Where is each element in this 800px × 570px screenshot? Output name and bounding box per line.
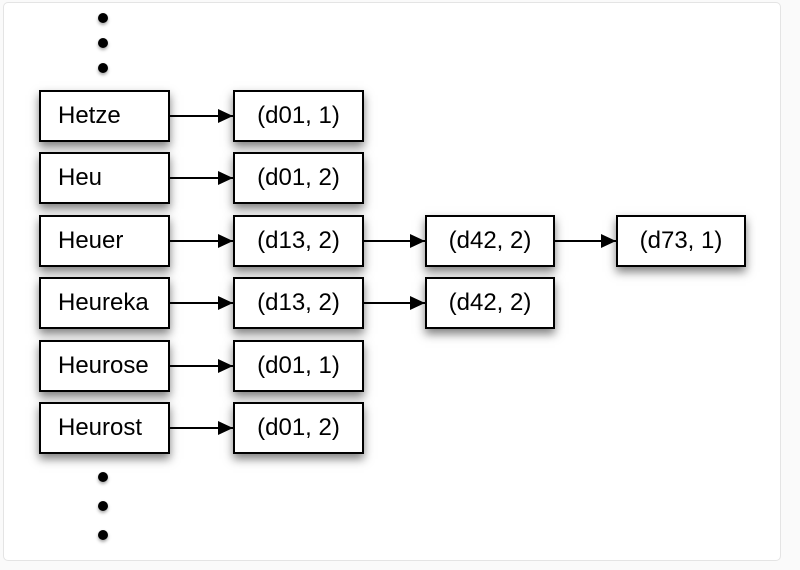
ellipsis-bottom-dot-icon	[98, 501, 108, 511]
term-box-heu: Heu	[39, 152, 170, 204]
ellipsis-top-dot-icon	[98, 13, 108, 23]
arrow-head-icon	[218, 421, 233, 435]
posting-box: (d13, 2)	[233, 215, 364, 267]
posting-box: (d01, 1)	[233, 340, 364, 392]
term-box-heurost: Heurost	[39, 402, 170, 454]
posting-box: (d42, 2)	[425, 277, 555, 329]
posting-box: (d42, 2)	[425, 215, 555, 267]
term-box-heureka: Heureka	[39, 277, 170, 329]
ellipsis-top-dot-icon	[98, 63, 108, 73]
flow-arrow	[170, 296, 233, 310]
flow-arrow	[364, 296, 425, 310]
posting-box: (d13, 2)	[233, 277, 364, 329]
term-box-hetze: Hetze	[39, 90, 170, 142]
flow-arrow	[170, 421, 233, 435]
ellipsis-bottom-dot-icon	[98, 530, 108, 540]
ellipsis-bottom-dot-icon	[98, 472, 108, 482]
arrow-head-icon	[218, 109, 233, 123]
posting-box: (d01, 1)	[233, 90, 364, 142]
flow-arrow	[364, 234, 425, 248]
arrow-head-icon	[218, 296, 233, 310]
arrow-head-icon	[218, 359, 233, 373]
arrow-head-icon	[601, 234, 616, 248]
flow-arrow	[170, 109, 233, 123]
term-box-heuer: Heuer	[39, 215, 170, 267]
flow-arrow	[555, 234, 616, 248]
ellipsis-top-dot-icon	[98, 38, 108, 48]
posting-box: (d01, 2)	[233, 402, 364, 454]
arrow-head-icon	[410, 296, 425, 310]
posting-box: (d73, 1)	[616, 215, 746, 267]
flow-arrow	[170, 359, 233, 373]
arrow-head-icon	[218, 234, 233, 248]
term-box-heurose: Heurose	[39, 340, 170, 392]
flow-arrow	[170, 171, 233, 185]
arrow-head-icon	[410, 234, 425, 248]
arrow-head-icon	[218, 171, 233, 185]
posting-box: (d01, 2)	[233, 152, 364, 204]
flow-arrow	[170, 234, 233, 248]
